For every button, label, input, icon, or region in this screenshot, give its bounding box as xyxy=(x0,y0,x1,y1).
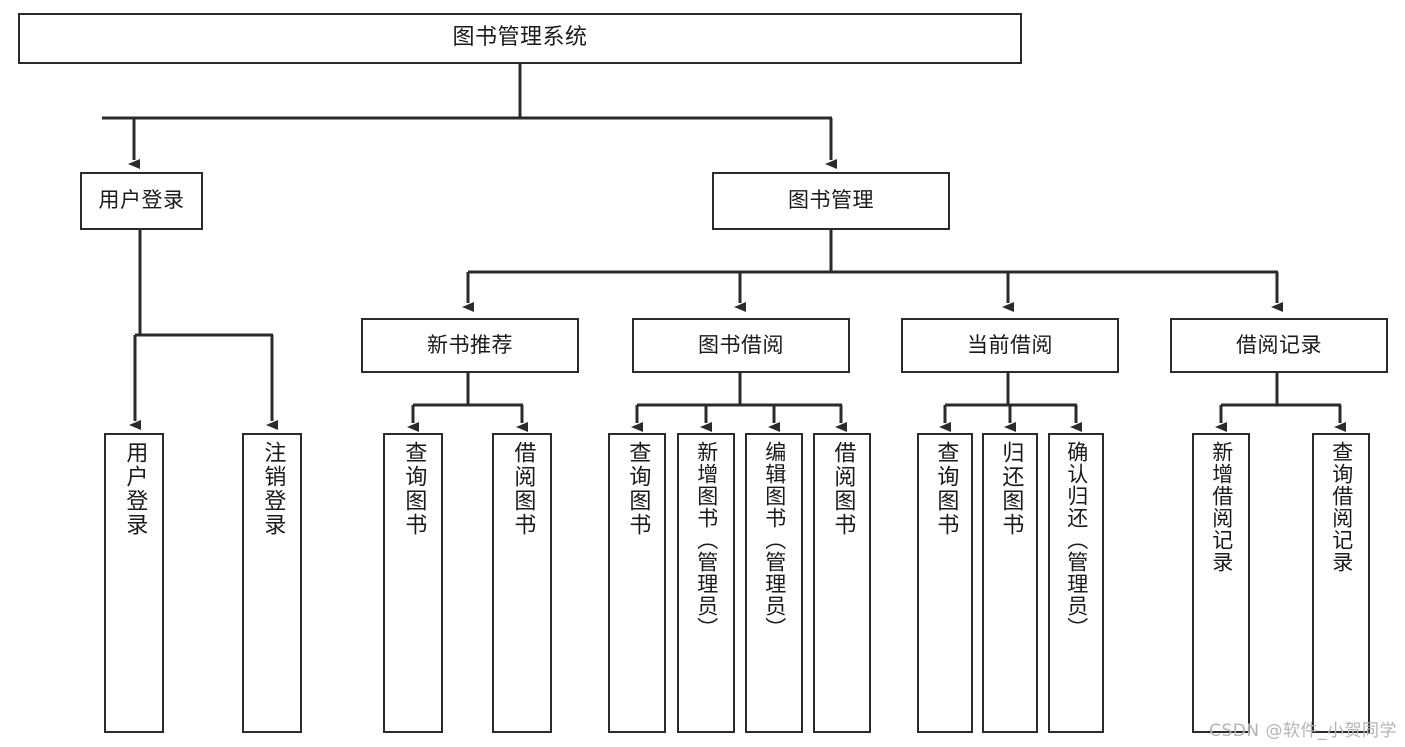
node-book-management-label: 图书管理 xyxy=(788,188,874,213)
leaf-label: 用户登录 xyxy=(122,441,148,537)
leaf-label: 查询图书 xyxy=(933,441,959,537)
leaf-record-query[interactable]: 查询借阅记录 xyxy=(1312,433,1370,733)
leaf-current-borrow-return[interactable]: 归还图书 xyxy=(982,433,1038,733)
leaf-label: 查询借阅记录 xyxy=(1329,441,1354,573)
leaf-book-borrow-query[interactable]: 查询图书 xyxy=(608,433,666,733)
leaf-label: 查询图书 xyxy=(625,441,651,537)
leaf-label: 查询图书 xyxy=(401,441,427,537)
leaf-label: 借阅图书 xyxy=(510,441,536,537)
node-book-borrow[interactable]: 图书借阅 xyxy=(632,318,850,373)
node-new-book-recommend[interactable]: 新书推荐 xyxy=(361,318,579,373)
node-book-management[interactable]: 图书管理 xyxy=(712,172,950,230)
leaf-book-borrow-add[interactable]: 新增图书（管理员） xyxy=(677,433,735,733)
node-root-label: 图书管理系统 xyxy=(452,25,588,51)
leaf-record-add[interactable]: 新增借阅记录 xyxy=(1192,433,1250,733)
node-borrow-record-label: 借阅记录 xyxy=(1236,332,1322,357)
leaf-label: 编辑图书（管理员） xyxy=(762,441,787,639)
node-root[interactable]: 图书管理系统 xyxy=(18,13,1022,64)
node-user-login[interactable]: 用户登录 xyxy=(80,172,203,230)
leaf-book-borrow-borrow[interactable]: 借阅图书 xyxy=(813,433,871,733)
leaf-user-login-login[interactable]: 用户登录 xyxy=(104,433,164,733)
leaf-user-login-logout[interactable]: 注销登录 xyxy=(242,433,302,733)
node-borrow-record[interactable]: 借阅记录 xyxy=(1170,318,1388,373)
leaf-new-book-query[interactable]: 查询图书 xyxy=(383,433,443,733)
leaf-label: 新增借阅记录 xyxy=(1209,441,1234,573)
node-user-login-label: 用户登录 xyxy=(98,188,185,213)
leaf-book-borrow-edit[interactable]: 编辑图书（管理员） xyxy=(745,433,803,733)
leaf-current-borrow-query[interactable]: 查询图书 xyxy=(917,433,973,733)
leaf-label: 注销登录 xyxy=(260,441,286,537)
node-book-borrow-label: 图书借阅 xyxy=(698,332,784,357)
leaf-current-borrow-confirm-return[interactable]: 确认归还（管理员） xyxy=(1048,433,1104,733)
csdn-watermark: CSDN @软件_小贺同学 xyxy=(1209,721,1397,741)
leaf-label: 确认归还（管理员） xyxy=(1064,441,1089,639)
leaf-label: 归还图书 xyxy=(998,441,1024,537)
leaf-new-book-borrow[interactable]: 借阅图书 xyxy=(492,433,552,733)
leaf-label: 新增图书（管理员） xyxy=(694,441,719,639)
node-new-book-recommend-label: 新书推荐 xyxy=(427,332,513,357)
leaf-label: 借阅图书 xyxy=(830,441,856,537)
node-current-borrow-label: 当前借阅 xyxy=(967,332,1053,357)
node-current-borrow[interactable]: 当前借阅 xyxy=(901,318,1119,373)
